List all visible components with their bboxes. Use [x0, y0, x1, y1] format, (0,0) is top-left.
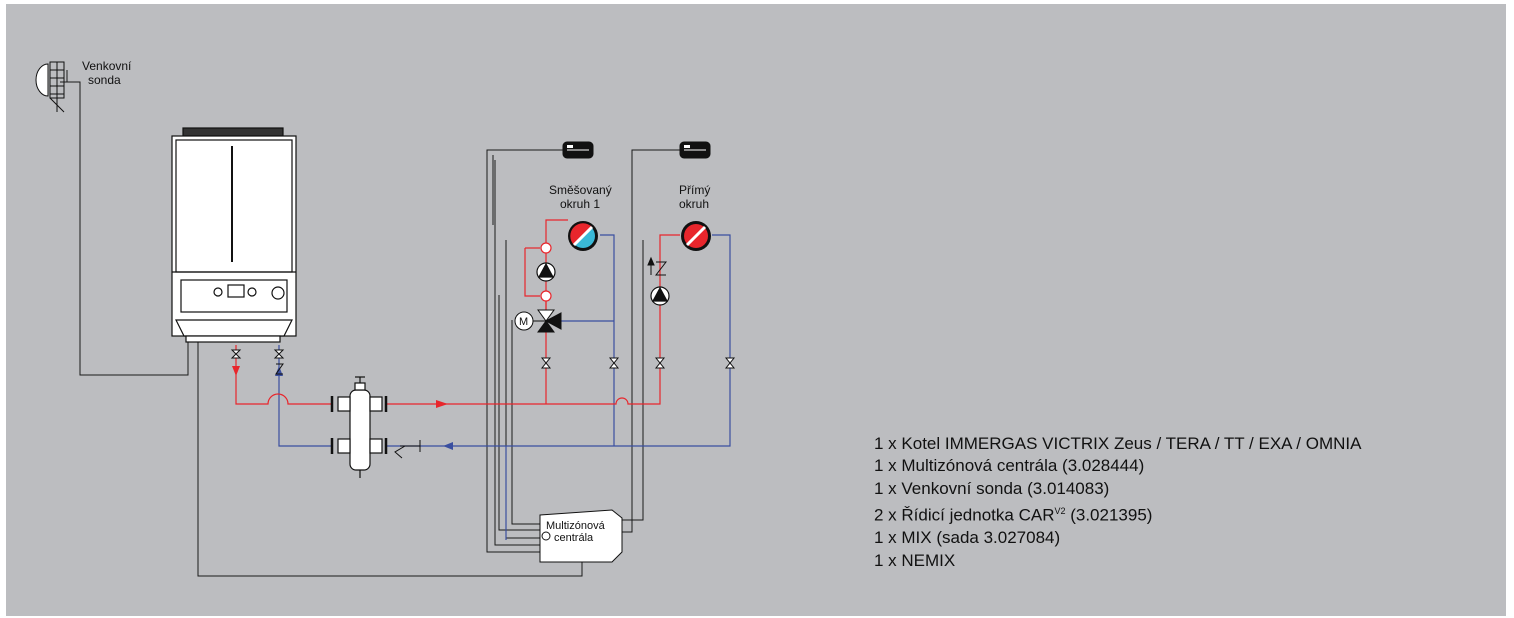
shutoff-valves [540, 357, 736, 369]
multizone-label-1: Multizónová [546, 520, 606, 532]
boiler-icon [171, 127, 297, 343]
parts-list-item: 1 x Kotel IMMERGAS VICTRIX Zeus / TERA /… [874, 434, 1362, 453]
parts-list-item: 1 x Multizónová centrála (3.028444) [874, 456, 1145, 476]
three-way-mixing-valve-icon [533, 309, 562, 333]
boiler-outlet-valves [230, 349, 285, 375]
outdoor-probe-label-1: Venkovní [82, 59, 132, 73]
multizone-label-2: centrála [554, 532, 594, 544]
mixed-circuit-pump-icon [536, 262, 556, 282]
outdoor-probe-icon [35, 61, 65, 113]
car-control-unit-direct-icon [679, 141, 711, 159]
wiring [60, 70, 680, 577]
return-pipes [275, 234, 731, 540]
mixed-circuit-temperature-icon [568, 221, 598, 251]
drain-valve-icon [394, 440, 421, 459]
direct-circuit-temperature-icon [681, 221, 711, 251]
direct-circuit-label-1: Přímý [679, 183, 710, 197]
flow-pipes [232, 219, 680, 408]
parts-list-item: 2 x Řídicí jednotka CARV2 (3.021395) [874, 505, 1153, 525]
multizone-control-unit-icon [539, 509, 623, 563]
parts-list-item: 1 x Venkovní sonda (3.014083) [874, 478, 1110, 498]
parts-list-item: 1 x NEMIX [874, 550, 956, 570]
motor-label: M [519, 316, 528, 328]
outdoor-probe-label-2: sonda [88, 73, 121, 87]
parts-list-item: 1 x MIX (sada 3.027084) [874, 528, 1061, 548]
hydraulic-separator-icon [330, 376, 388, 478]
mixed-circuit-label-2: okruh 1 [560, 197, 600, 211]
parts-list: 1 x Kotel IMMERGAS VICTRIX Zeus / TERA /… [874, 433, 1361, 572]
direct-circuit-check-valve-icon [647, 256, 668, 276]
car-control-unit-mixed-icon [562, 141, 594, 159]
valve-motor-icon: M [514, 311, 534, 331]
mixed-circuit-label-1: Směšovaný [549, 183, 612, 197]
direct-circuit-pump-icon [650, 286, 670, 306]
mixed-circuit-sensor-icons [540, 242, 552, 302]
direct-circuit-label-2: okruh [679, 197, 709, 211]
